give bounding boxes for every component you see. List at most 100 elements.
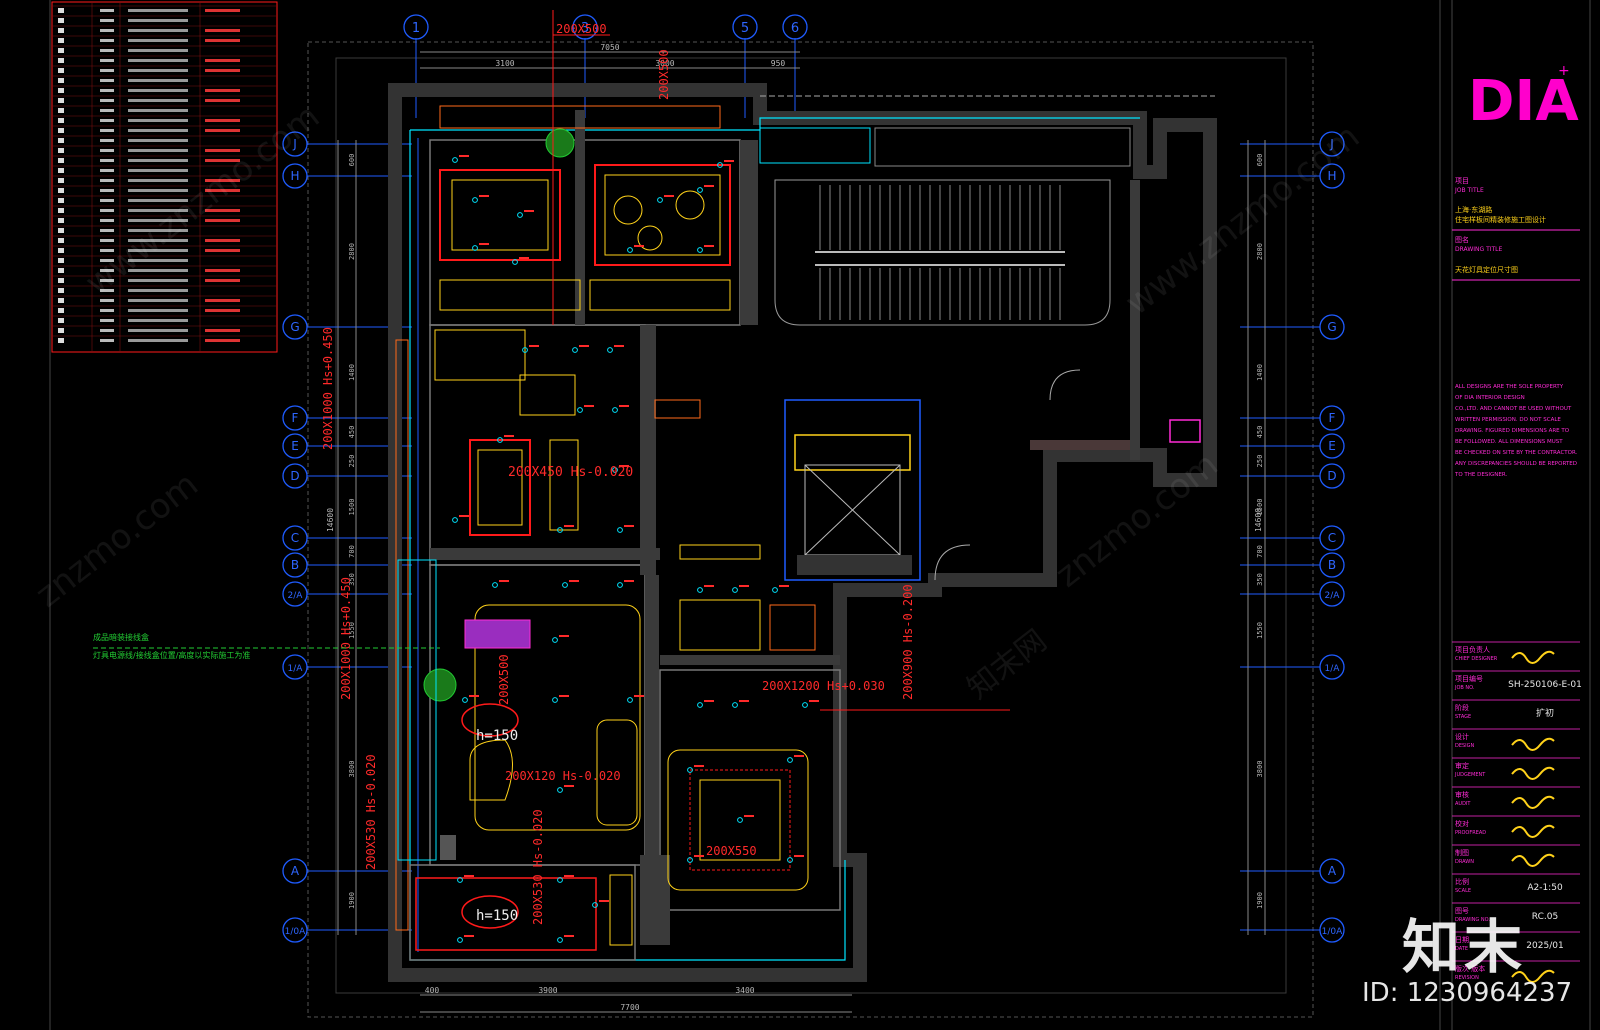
tb-row-label-en: DRAWING NO. <box>1455 917 1490 923</box>
tag-top-2: 200X500 <box>657 49 671 100</box>
legend-symbol <box>58 228 64 233</box>
downlight <box>657 197 663 203</box>
grid-row-bubble <box>1319 314 1345 340</box>
tb-row-label: 项目编号 <box>1455 674 1483 683</box>
dim-left-overall: 14600 <box>326 508 335 532</box>
tb-row-label-en: CHIEF DESIGNER <box>1455 656 1498 662</box>
grid-row-bubble <box>282 917 308 943</box>
grid-row-bubble <box>282 654 308 680</box>
legend-desc <box>128 89 188 92</box>
tb-notice-line: CO.,LTD. AND CANNOT BE USED WITHOUT <box>1455 406 1572 412</box>
downlight <box>687 857 693 863</box>
downlight-tag <box>564 525 574 527</box>
legend-code <box>100 49 114 52</box>
legend-note <box>205 329 240 332</box>
grid-row-label: C <box>1328 531 1336 545</box>
building-shell <box>388 83 1217 982</box>
downlight <box>452 157 458 163</box>
grid-row-bubble <box>1319 552 1345 578</box>
legend-code <box>100 79 114 82</box>
legend-symbol <box>58 288 64 293</box>
green-note-2: 灯具电源线/接线盒位置/高度以实际施工为准 <box>93 650 250 660</box>
legend-desc <box>128 299 188 302</box>
downlight <box>457 877 463 883</box>
legend-symbol <box>58 88 64 93</box>
legend-desc <box>128 69 188 72</box>
terrace-height: h=150 <box>476 908 518 924</box>
downlight-tag <box>809 700 819 702</box>
legend-note <box>205 249 240 252</box>
grid-row-bubble <box>282 131 308 157</box>
downlight-tag <box>479 195 489 197</box>
grid-row-bubble <box>282 581 308 607</box>
downlight <box>787 857 793 863</box>
tb-signature <box>1511 853 1555 867</box>
row-dim-label: 1500 <box>348 499 356 516</box>
legend-code <box>100 279 114 282</box>
tb-project-name: 上海·东湖路 <box>1455 205 1492 214</box>
grid-row-label: 2/A <box>1325 591 1341 601</box>
title-block: DIA + 项目 JOB TITLE 上海·东湖路 住宅样板间精装修施工图设计 … <box>1452 63 1582 983</box>
downlight-tag <box>504 435 514 437</box>
downlight <box>557 527 563 533</box>
tb-row-label: 审定 <box>1455 761 1469 770</box>
grid-row-label: A <box>1328 864 1337 878</box>
downlight-tag <box>559 695 569 697</box>
downlight-tag <box>704 245 714 247</box>
downlight-tag <box>624 525 634 527</box>
dimensions: 7050 3100 3000 950 400 3900 3400 7700 14… <box>326 43 1266 1013</box>
row-dim-label: 450 <box>1256 426 1264 439</box>
legend-symbol <box>58 48 64 53</box>
legend-desc <box>128 139 188 142</box>
grid-row-bubble <box>282 552 308 578</box>
tb-row-value: A2-1:50 <box>1527 883 1563 893</box>
downlight-tag <box>479 243 489 245</box>
grid-row-label: C <box>291 531 299 545</box>
tb-notice-line: ANY DISCREPANCIES SHOULD BE REPORTED <box>1455 461 1577 467</box>
grid-row-label: 1/A <box>288 664 304 674</box>
tb-drawing-label-en: DRAWING TITLE <box>1455 246 1503 253</box>
grid-row-label: D <box>1327 469 1336 483</box>
legend-symbol <box>58 158 64 163</box>
grid-col-label: 6 <box>791 21 799 36</box>
tb-project-label: 项目 <box>1455 177 1469 185</box>
dim-top-overall: 7050 <box>600 43 619 52</box>
downlight <box>517 212 523 218</box>
tb-row-label: 图号 <box>1455 907 1469 915</box>
legend-note <box>205 239 240 242</box>
grid-row-bubble <box>282 433 308 459</box>
legend-symbol <box>58 248 64 253</box>
tb-row-label-en: PROOFREAD <box>1455 830 1486 836</box>
downlight-tag <box>704 585 714 587</box>
legend-desc <box>128 289 188 292</box>
legend-note <box>205 179 240 182</box>
legend-symbol <box>58 238 64 243</box>
legend-desc <box>128 39 188 42</box>
tb-row-label: 版次 版本 <box>1455 964 1485 973</box>
grid-row-bubble <box>282 314 308 340</box>
row-dim-label: 1400 <box>348 364 356 381</box>
legend-code <box>100 149 114 152</box>
downlight <box>697 702 703 708</box>
tag-bath: 200X450 Hs-0.020 <box>508 465 633 480</box>
legend-symbol <box>58 318 64 323</box>
legend-symbol <box>58 148 64 153</box>
downlight <box>732 702 738 708</box>
row-dim-label: 1550 <box>348 622 356 639</box>
living-height: h=150 <box>476 728 518 744</box>
legend-code <box>100 219 114 222</box>
downlight-tag <box>724 160 734 162</box>
legend-desc <box>128 199 188 202</box>
grid-row-bubble <box>1319 858 1345 884</box>
downlight-tag <box>744 815 754 817</box>
downlight <box>557 787 563 793</box>
grid-col-bubble <box>782 14 808 40</box>
legend-border <box>51 1 278 353</box>
legend-code <box>100 259 114 262</box>
grid-col-bubble <box>403 14 429 40</box>
tb-notice-line: BE FOLLOWED. ALL DIMENSIONS MUST <box>1455 439 1563 445</box>
downlight-tag <box>564 785 574 787</box>
downlight <box>732 587 738 593</box>
